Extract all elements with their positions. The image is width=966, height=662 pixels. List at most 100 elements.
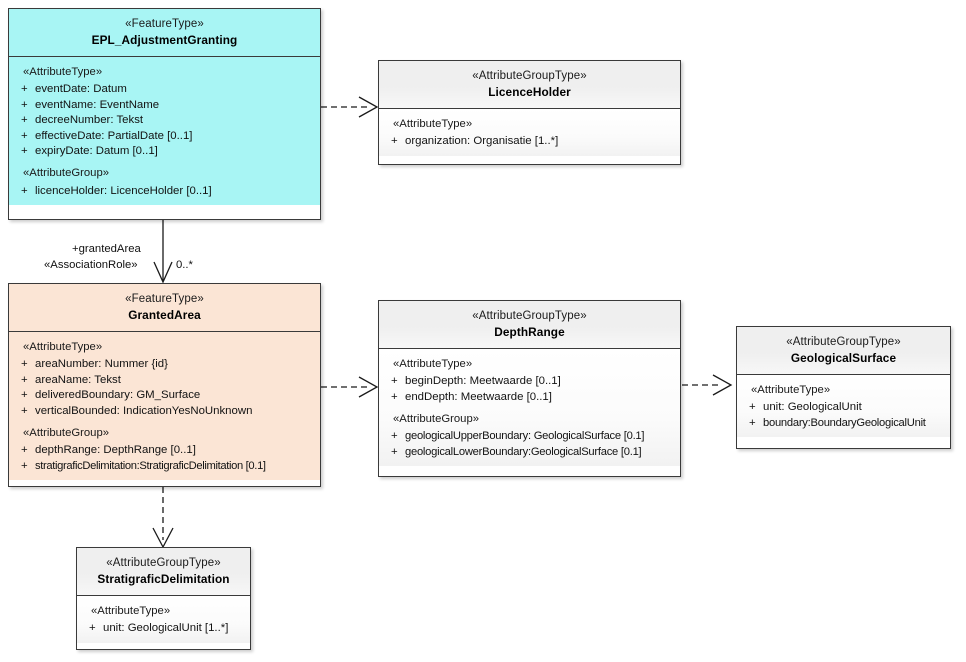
- class-box-geological-surface[interactable]: «AttributeGroupType» GeologicalSurface «…: [736, 326, 951, 449]
- class-name: DepthRange: [494, 325, 565, 340]
- visibility-marker: +: [21, 459, 28, 472]
- association-role-name: +grantedArea: [72, 243, 141, 255]
- attribute-group-label: «AttributeType»: [23, 66, 103, 79]
- attribute-text: licenceHolder: LicenceHolder [0..1]: [35, 185, 212, 197]
- attribute-text: organization: Organisatie [1..*]: [405, 136, 559, 148]
- visibility-marker: +: [391, 375, 398, 388]
- class-body-epl-adjustment-granting: «AttributeType» + eventDate: Datum + eve…: [9, 57, 320, 206]
- visibility-marker: +: [749, 401, 756, 414]
- class-header-geological-surface: «AttributeGroupType» GeologicalSurface: [737, 327, 950, 376]
- attribute-row: + geologicalUpperBoundary: GeologicalSur…: [383, 429, 676, 444]
- class-body-granted-area: «AttributeType» + areaNumber: Nummer {id…: [9, 332, 320, 481]
- visibility-marker: +: [21, 129, 28, 142]
- class-body-geological-surface: «AttributeType» + unit: GeologicalUnit +…: [737, 375, 950, 438]
- class-header-depth-range: «AttributeGroupType» DepthRange: [379, 301, 680, 350]
- visibility-marker: +: [749, 416, 756, 429]
- visibility-marker: +: [21, 404, 28, 417]
- attribute-text: areaName: Tekst: [35, 374, 121, 386]
- class-name: LicenceHolder: [488, 85, 571, 100]
- visibility-marker: +: [21, 184, 28, 197]
- attribute-group-label: «AttributeType»: [751, 384, 831, 397]
- attribute-text: geologicalLowerBoundary:GeologicalSurfac…: [405, 446, 642, 458]
- association-multiplicity-label: 0..*: [176, 259, 193, 271]
- attribute-row: + geologicalLowerBoundary:GeologicalSurf…: [383, 445, 676, 460]
- class-body-stratigrafic-delimitation: «AttributeType» + unit: GeologicalUnit […: [77, 596, 250, 643]
- attribute-group-label: «AttributeType»: [23, 341, 103, 354]
- attribute-text: beginDepth: Meetwaarde [0..1]: [405, 376, 561, 388]
- attribute-row: + endDepth: Meetwaarde [0..1]: [383, 390, 676, 405]
- attribute-text: boundary:BoundaryGeologicalUnit: [763, 417, 926, 429]
- connector-grantedarea-to-depthrange: [321, 376, 379, 398]
- visibility-marker: +: [21, 98, 28, 111]
- visibility-marker: +: [89, 622, 96, 635]
- attribute-text: verticalBounded: IndicationYesNoUnknown: [35, 405, 253, 417]
- attribute-group-label: «AttributeGroup»: [23, 167, 110, 180]
- attribute-text: unit: GeologicalUnit: [763, 402, 862, 414]
- class-stereotype: «FeatureType»: [125, 18, 204, 30]
- class-body-depth-range: «AttributeType» + beginDepth: Meetwaarde…: [379, 349, 680, 467]
- attribute-row: + beginDepth: Meetwaarde [0..1]: [383, 374, 676, 389]
- connector-depthrange-to-geologicalsurface: [682, 374, 733, 396]
- attribute-text: unit: GeologicalUnit [1..*]: [103, 623, 229, 635]
- attribute-text: eventDate: Datum: [35, 84, 127, 96]
- class-header-stratigrafic-delimitation: «AttributeGroupType» StratigraficDelimit…: [77, 548, 250, 597]
- class-header-granted-area: «FeatureType» GrantedArea: [9, 284, 320, 333]
- visibility-marker: +: [21, 373, 28, 386]
- attribute-text: endDepth: Meetwaarde [0..1]: [405, 391, 552, 403]
- class-header-licence-holder: «AttributeGroupType» LicenceHolder: [379, 61, 680, 110]
- class-stereotype: «AttributeGroupType»: [472, 310, 587, 322]
- visibility-marker: +: [391, 445, 398, 458]
- attribute-text: areaNumber: Nummer {id}: [35, 359, 168, 371]
- class-box-granted-area[interactable]: «FeatureType» GrantedArea «AttributeType…: [8, 283, 321, 487]
- class-name: EPL_AdjustmentGranting: [91, 33, 238, 48]
- attribute-row: + expiryDate: Datum [0..1]: [13, 144, 316, 159]
- attribute-row: + stratigraficDelimitation:StratigraficD…: [13, 459, 316, 474]
- attribute-text: depthRange: DepthRange [0..1]: [35, 445, 196, 457]
- visibility-marker: +: [21, 389, 28, 402]
- attribute-text: effectiveDate: PartialDate [0..1]: [35, 130, 193, 142]
- visibility-marker: +: [391, 390, 398, 403]
- visibility-marker: +: [21, 444, 28, 457]
- class-stereotype: «FeatureType»: [125, 293, 204, 305]
- attribute-group-label: «AttributeType»: [393, 118, 473, 131]
- attribute-text: decreeNumber: Tekst: [35, 115, 144, 127]
- class-header-epl-adjustment-granting: «FeatureType» EPL_AdjustmentGranting: [9, 9, 320, 58]
- attribute-group-label: «AttributeGroup»: [23, 427, 110, 439]
- attribute-text: geologicalUpperBoundary: GeologicalSurfa…: [405, 431, 645, 443]
- attribute-row: + areaNumber: Nummer {id}: [13, 357, 316, 372]
- attribute-row: + eventDate: Datum: [13, 82, 316, 97]
- connector-grantedarea-to-stratigraficdelimitation: [152, 487, 174, 549]
- attribute-row: + eventName: EventName: [13, 98, 316, 113]
- attribute-row: + unit: GeologicalUnit [1..*]: [81, 621, 246, 636]
- attribute-row: + organization: Organisatie [1..*]: [383, 134, 676, 149]
- connector-granting-to-licenceholder: [321, 96, 379, 118]
- attribute-text: deliveredBoundary: GM_Surface: [35, 390, 201, 402]
- connector-granting-to-grantedarea-association: [153, 220, 173, 284]
- visibility-marker: +: [21, 114, 28, 127]
- class-stereotype: «AttributeGroupType»: [106, 557, 221, 569]
- visibility-marker: +: [391, 430, 398, 443]
- class-box-depth-range[interactable]: «AttributeGroupType» DepthRange «Attribu…: [378, 300, 681, 477]
- class-box-stratigrafic-delimitation[interactable]: «AttributeGroupType» StratigraficDelimit…: [76, 547, 251, 650]
- class-name: GrantedArea: [128, 308, 201, 323]
- attribute-text: expiryDate: Datum [0..1]: [35, 146, 158, 157]
- attribute-text: eventName: EventName: [35, 99, 160, 111]
- visibility-marker: +: [21, 83, 28, 96]
- attribute-text: stratigraficDelimitation:StratigraficDel…: [35, 460, 266, 472]
- visibility-marker: +: [21, 145, 28, 157]
- attribute-row: + verticalBounded: IndicationYesNoUnknow…: [13, 404, 316, 419]
- attribute-row: + effectiveDate: PartialDate [0..1]: [13, 129, 316, 144]
- class-body-licence-holder: «AttributeType» + organization: Organisa…: [379, 109, 680, 156]
- attribute-group-label: «AttributeType»: [91, 605, 171, 618]
- attribute-row: + depthRange: DepthRange [0..1]: [13, 443, 316, 458]
- association-stereotype-label: «AssociationRole»: [44, 259, 138, 271]
- class-stereotype: «AttributeGroupType»: [472, 70, 587, 82]
- class-name: GeologicalSurface: [790, 351, 897, 366]
- class-box-epl-adjustment-granting[interactable]: «FeatureType» EPL_AdjustmentGranting «At…: [8, 8, 321, 220]
- attribute-row: + unit: GeologicalUnit: [741, 400, 946, 415]
- attribute-row: + decreeNumber: Tekst: [13, 113, 316, 128]
- attribute-row: + areaName: Tekst: [13, 373, 316, 388]
- class-box-licence-holder[interactable]: «AttributeGroupType» LicenceHolder «Attr…: [378, 60, 681, 165]
- visibility-marker: +: [391, 135, 398, 148]
